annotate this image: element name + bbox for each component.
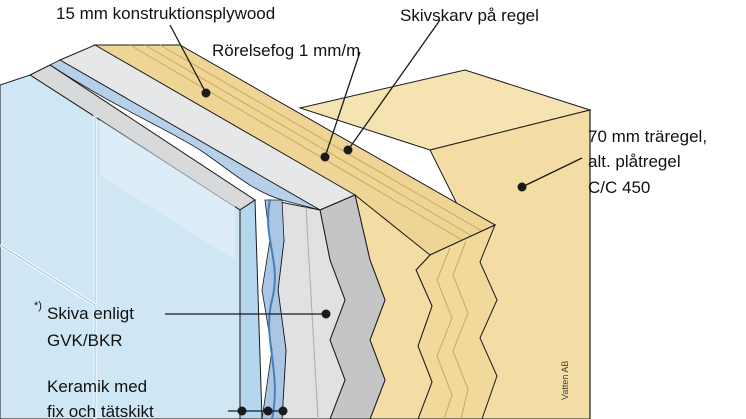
tile-joint (0, 244, 96, 306)
label-movement-joint: Rörelsefog 1 mm/m (212, 41, 361, 60)
leader-stud (521, 157, 583, 188)
label-board-line1: Skiva enligt (47, 304, 134, 323)
leader-plywood (169, 24, 207, 94)
plywood-cut-line (436, 247, 453, 419)
label-plywood: 15 mm konstruktionsplywood (56, 4, 276, 23)
leader-dot-ceramic-1 (237, 406, 247, 416)
tile-edge (239, 199, 263, 419)
label-stud-line1: 70 mm träregel, (588, 127, 708, 146)
label-ceramic-line1: Keramik med (47, 377, 148, 396)
label-stud-line2: alt. plåtregel (588, 152, 681, 171)
membrane-front (261, 199, 287, 419)
label-joint: Skivskarv på regel (400, 6, 539, 25)
plywood-ply-line (129, 44, 463, 241)
leader-movement-joint (324, 51, 361, 158)
leader-dot-ceramic-3 (278, 406, 288, 416)
plywood-ply-line (159, 44, 483, 232)
leader-dot-board (321, 309, 331, 319)
tile-highlight (100, 120, 235, 260)
label-board-line2: GVK/BKR (47, 331, 123, 350)
leader-dot-ceramic-2 (263, 406, 273, 416)
leader-dot-movement-joint (320, 152, 330, 162)
membrane-wave (267, 199, 276, 419)
leader-dot-stud (517, 182, 527, 192)
credit-text: Vatten AB (560, 360, 570, 400)
membrane-top (49, 59, 321, 211)
leader-dot-plywood (201, 88, 211, 98)
leader-dot-joint (343, 145, 353, 155)
label-ceramic-line2: fix och tätskikt (47, 402, 154, 419)
plywood-ply-line (144, 44, 473, 237)
leader-joint (347, 19, 441, 151)
plywood-cut-line (452, 240, 469, 419)
board-edge (305, 206, 319, 419)
label-board-marker: *) (34, 300, 42, 312)
label-stud-line3: C/C 450 (588, 178, 651, 197)
